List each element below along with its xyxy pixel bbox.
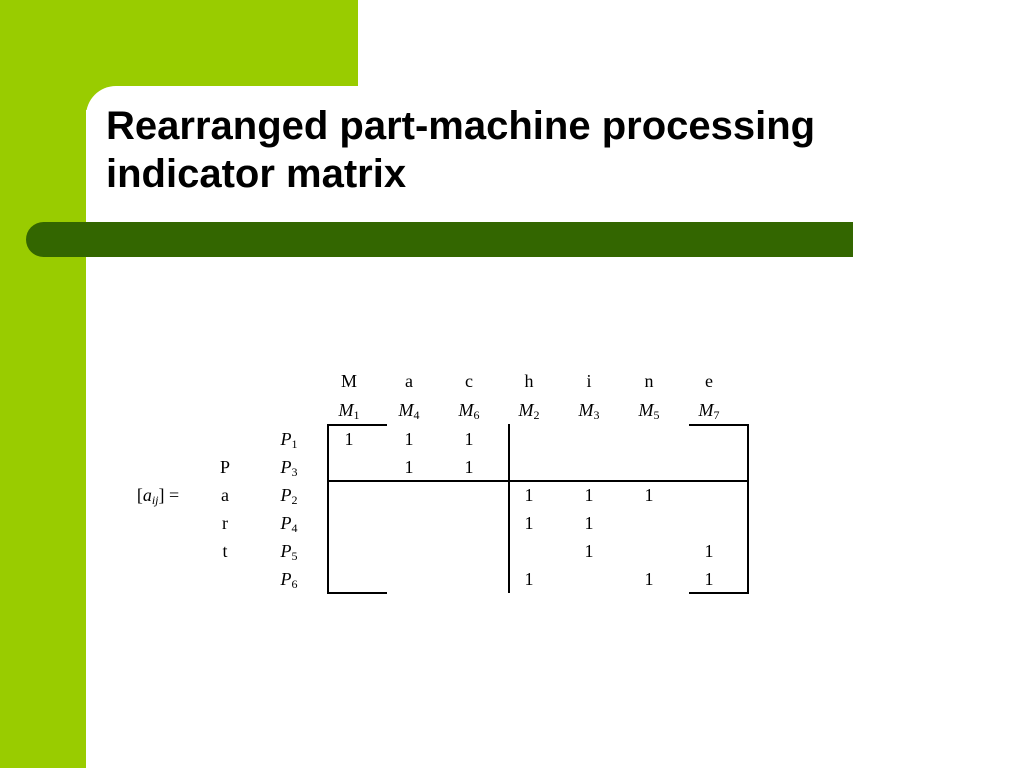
slide-panel	[86, 86, 1024, 768]
matrix-border-bottom-right	[689, 592, 749, 594]
column-header-m4-subscript: 4	[413, 408, 420, 422]
block-divider-horizontal-2	[327, 480, 509, 482]
matrix-cell: 1	[404, 457, 414, 477]
part-label-letter: r	[222, 513, 228, 533]
matrix-border-top-left	[327, 424, 387, 426]
row-header-p2-subscript: 2	[291, 493, 298, 507]
row-header-p4-subscript: 4	[291, 521, 298, 535]
column-header-m2-symbol: M	[518, 400, 534, 420]
part-label-letter: t	[222, 541, 228, 561]
slide-title-line-2: indicator matrix	[106, 152, 407, 196]
matrix-cell: 1	[704, 569, 714, 589]
row-header-p2-symbol: P	[280, 485, 292, 505]
matrix-cell: 1	[704, 541, 714, 561]
matrix-cell: 1	[644, 569, 654, 589]
row-header-p6: P6	[280, 569, 298, 591]
row-header-p5-symbol: P	[280, 541, 292, 561]
matrix-cell: 1	[584, 485, 594, 505]
row-header-p6-subscript: 6	[291, 577, 298, 591]
machine-label-letter: n	[644, 371, 654, 391]
matrix-lhs-open: [	[136, 485, 143, 505]
machine-label-letter: i	[586, 371, 592, 391]
column-header-m1-symbol: M	[338, 400, 354, 420]
machine-label-letter: c	[465, 371, 473, 391]
matrix-cell: 1	[464, 457, 474, 477]
row-header-p3: P3	[280, 457, 298, 479]
accent-band-left	[0, 0, 86, 768]
slide-title: Rearranged part-machine processing indic…	[106, 102, 986, 198]
row-header-p5: P5	[280, 541, 298, 563]
row-header-p1: P1	[280, 429, 298, 451]
column-header-m4-symbol: M	[398, 400, 414, 420]
row-header-p4: P4	[280, 513, 298, 535]
row-header-p1-symbol: P	[280, 429, 292, 449]
column-header-m5-symbol: M	[638, 400, 654, 420]
matrix-lhs-close: ] =	[158, 485, 180, 505]
machine-label-letter: a	[405, 371, 413, 391]
matrix-cell: 1	[524, 485, 534, 505]
column-header-m2-subscript: 2	[533, 408, 540, 422]
column-header-m7: M7	[698, 400, 720, 422]
column-header-m6: M6	[458, 400, 480, 422]
matrix-cell: 1	[584, 541, 594, 561]
block-divider-vertical	[508, 424, 510, 593]
row-header-p1-subscript: 1	[291, 437, 298, 451]
matrix-cell: 1	[464, 429, 474, 449]
matrix-cell: 1	[584, 513, 594, 533]
column-header-m7-subscript: 7	[713, 408, 720, 422]
matrix-cell: 1	[524, 513, 534, 533]
column-header-m3-symbol: M	[578, 400, 594, 420]
matrix-cell: 1	[524, 569, 534, 589]
matrix-lhs-var: a	[142, 485, 152, 505]
column-header-m6-symbol: M	[458, 400, 474, 420]
row-header-p2: P2	[280, 485, 298, 507]
machine-label-letter: M	[340, 371, 358, 391]
row-header-p5-subscript: 5	[291, 549, 298, 563]
column-header-m2: M2	[518, 400, 540, 422]
part-label-letter: a	[221, 485, 229, 505]
title-divider-bar	[26, 222, 853, 257]
matrix-border-right	[747, 424, 749, 593]
matrix-lhs-subscript: ij	[151, 493, 159, 507]
block-divider-horizontal-1	[508, 480, 748, 482]
part-label-letter: P	[219, 457, 231, 477]
matrix-cell: 1	[344, 429, 354, 449]
column-header-m7-symbol: M	[698, 400, 714, 420]
matrix-border-bottom-left	[327, 592, 387, 594]
column-header-m4: M4	[398, 400, 420, 422]
matrix-lhs: [aij] =	[136, 485, 180, 507]
row-header-p3-subscript: 3	[291, 465, 298, 479]
column-header-m1: M1	[338, 400, 360, 422]
matrix-cell: 1	[644, 485, 654, 505]
row-header-p6-symbol: P	[280, 569, 292, 589]
column-header-m3: M3	[578, 400, 600, 422]
machine-label-letter: e	[705, 371, 713, 391]
column-header-m5: M5	[638, 400, 660, 422]
machine-label-letter: h	[524, 371, 534, 391]
column-header-m3-subscript: 3	[593, 408, 600, 422]
matrix-border-top-right	[689, 424, 749, 426]
row-header-p3-symbol: P	[280, 457, 292, 477]
column-header-m1-subscript: 1	[353, 408, 360, 422]
column-header-m5-subscript: 5	[653, 408, 660, 422]
matrix-border-left	[327, 424, 329, 593]
column-header-m6-subscript: 6	[473, 408, 480, 422]
row-header-p4-symbol: P	[280, 513, 292, 533]
slide-title-line-1: Rearranged part-machine processing	[106, 104, 816, 148]
matrix-cell: 1	[404, 429, 414, 449]
